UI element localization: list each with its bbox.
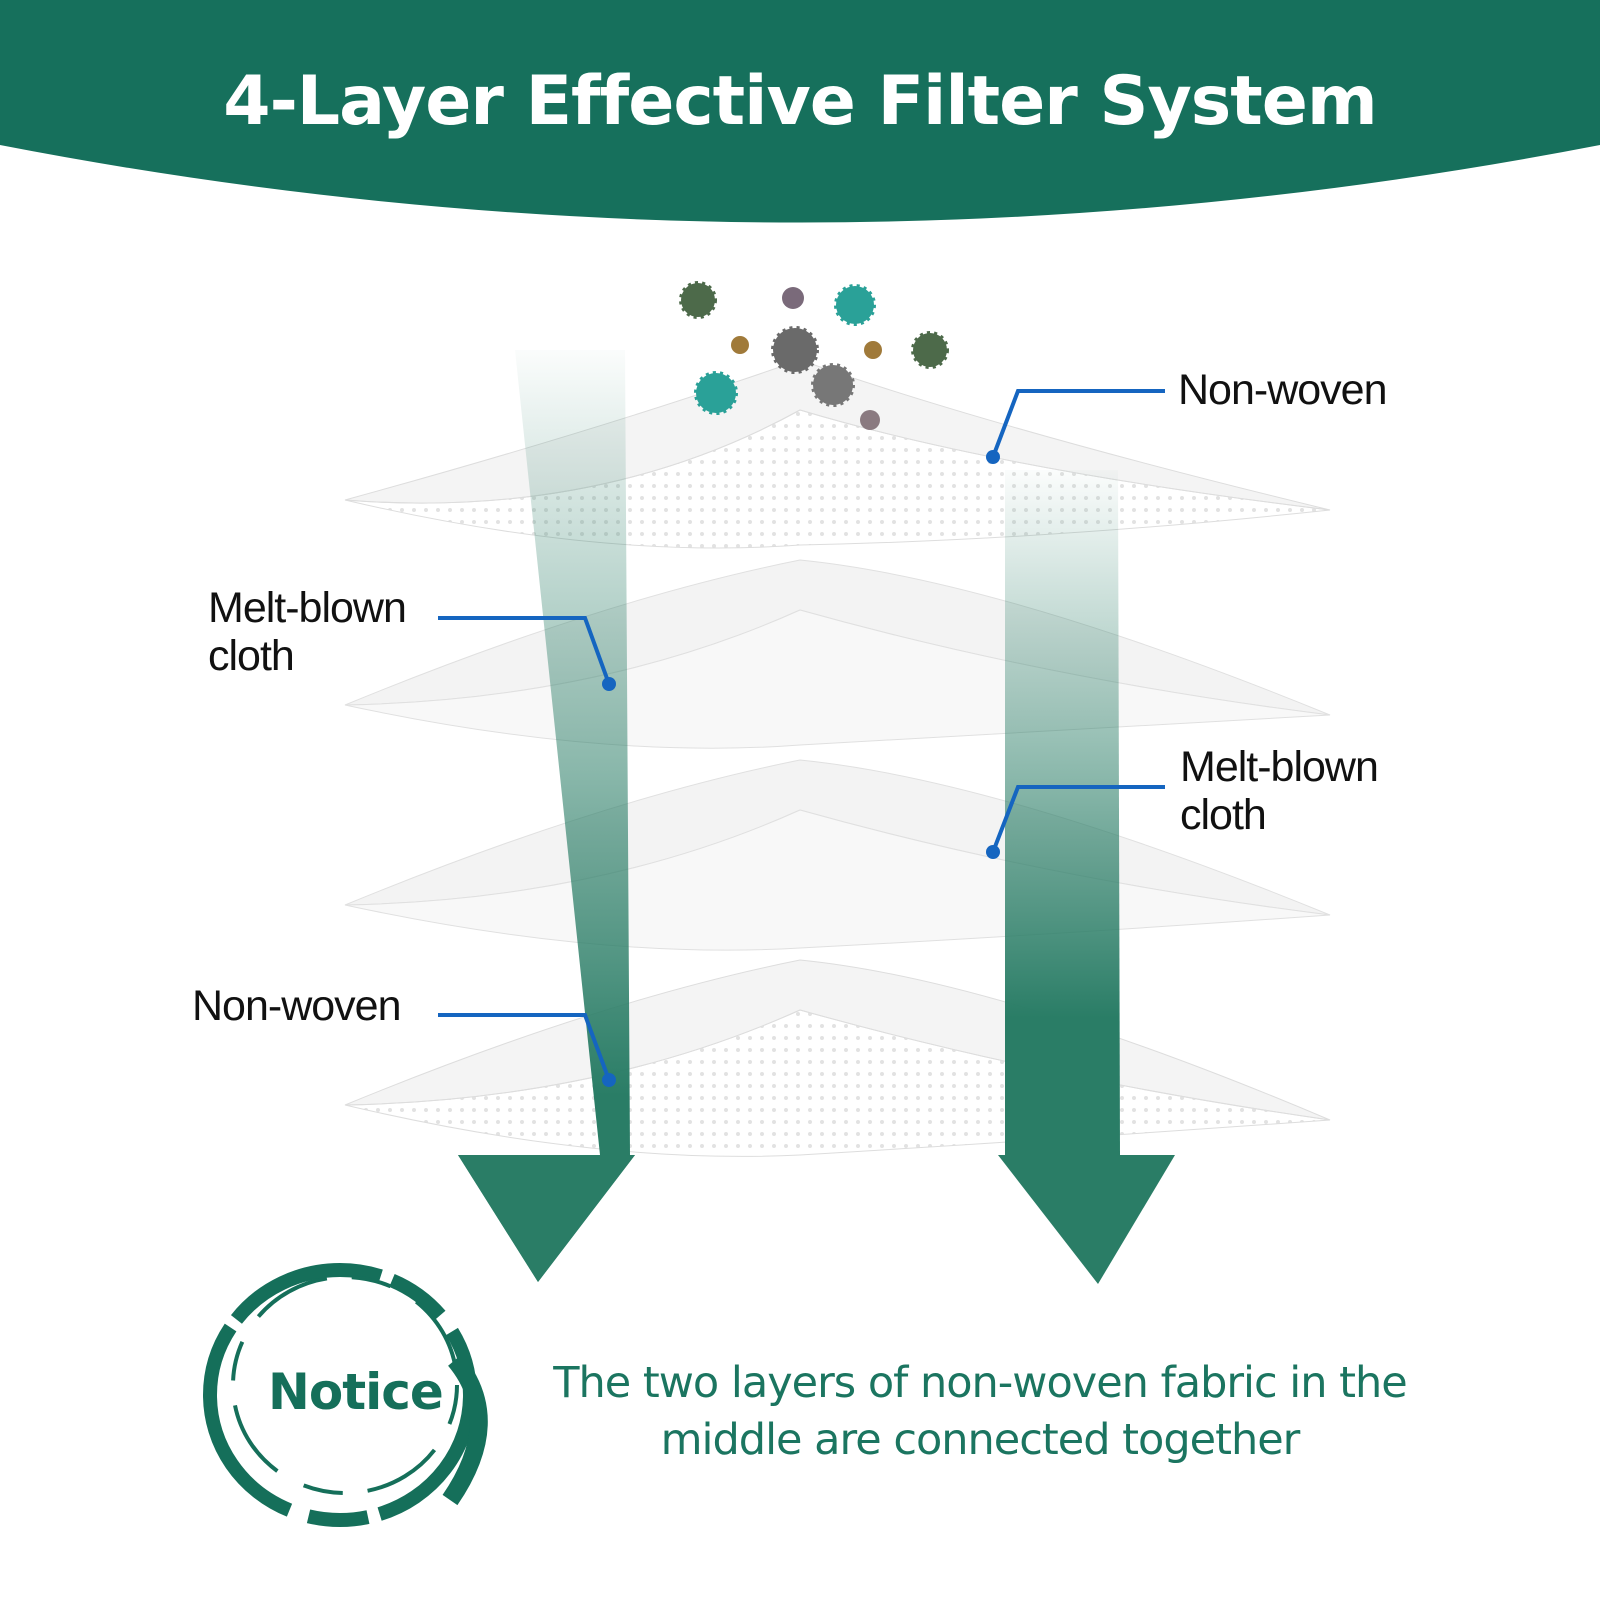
virus-particles [679,281,949,430]
label-text: Non-woven [192,982,401,1030]
label-text: Melt-blown [1180,743,1379,791]
label-non-woven-top: Non-woven [1178,366,1387,414]
layer-melt-blown-1 [344,559,1331,749]
label-non-woven-bottom: Non-woven [192,982,401,1030]
callout-lines [438,389,1165,1081]
notice-badge: Notice [268,1363,444,1421]
label-text: cloth [208,632,295,680]
callout-dots [602,450,1000,1087]
label-text: Melt-blown [208,584,407,632]
notice-text: The two layers of non-woven fabric in th… [553,1358,1408,1465]
label-melt-blown-left: Melt-blown cloth [208,584,407,680]
layer-non-woven-bottom [344,959,1331,1157]
arrow-left [458,350,635,1282]
label-melt-blown-right: Melt-blown cloth [1180,743,1379,839]
page-title: 4-Layer Effective Filter System [223,62,1377,141]
arrow-right [998,470,1175,1284]
label-text: Non-woven [1178,366,1387,414]
header-banner [0,0,1600,223]
notice-stamp [203,1263,488,1527]
label-text: cloth [1180,791,1267,839]
